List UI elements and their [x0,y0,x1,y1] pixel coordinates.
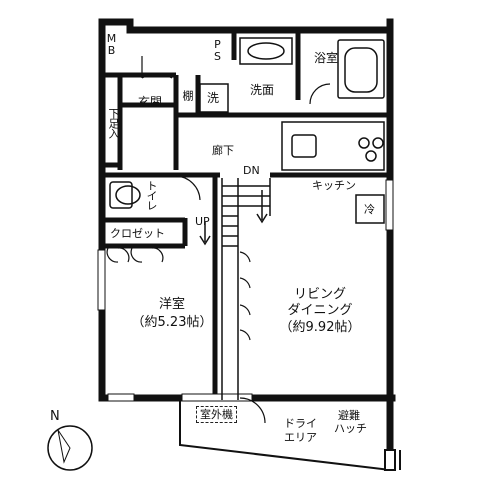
dry-area [179,400,401,471]
hallway-label: 廊下 [212,144,234,157]
western-room-label: 洋室 [158,297,185,312]
fridge-label: 冷 [364,203,375,216]
escape-hatch-line1: 避難 [338,409,360,422]
washroom-label: 洗面 [250,83,275,97]
stairs-up-label: UP [195,215,210,228]
ps-label: PS [211,38,224,62]
shelf-label: 棚 [181,90,194,100]
bathroom-label: 浴室 [314,51,339,65]
stairs-down-label: DN [243,164,260,177]
closet-label: クロゼット [110,227,165,240]
western-room-size: （約5.23帖） [131,315,213,330]
mb-label: MB [105,32,118,56]
living-room-size: （約9.92帖） [279,320,361,335]
living-label-line1: リビング [293,287,346,302]
compass-north-label: N [50,409,60,424]
escape-hatch-line2: ハッチ [334,422,367,435]
staircase [199,178,271,400]
toilet-label: トイレ [145,180,158,210]
entrance-label: 玄関 [138,95,163,109]
kitchen-label: キッチン [312,179,356,192]
dry-area-line1: ドライ [284,417,317,430]
living-label-line2: ダイニング [287,303,353,318]
kitchen-counter [281,121,385,171]
washer-label: 洗 [207,91,220,105]
shoe-box-label: 下足入 [107,108,120,138]
dry-area-line2: エリア [284,431,317,444]
bathtub [337,39,385,99]
toilet-fixture [109,181,141,209]
washer-box [199,83,229,113]
windows [97,179,394,402]
compass [47,425,93,471]
interior-walls [102,30,392,398]
door-swings [106,56,331,424]
outdoor-unit-label: 室外機 [196,406,237,423]
fridge-box [355,194,385,224]
washbasin [239,37,293,65]
